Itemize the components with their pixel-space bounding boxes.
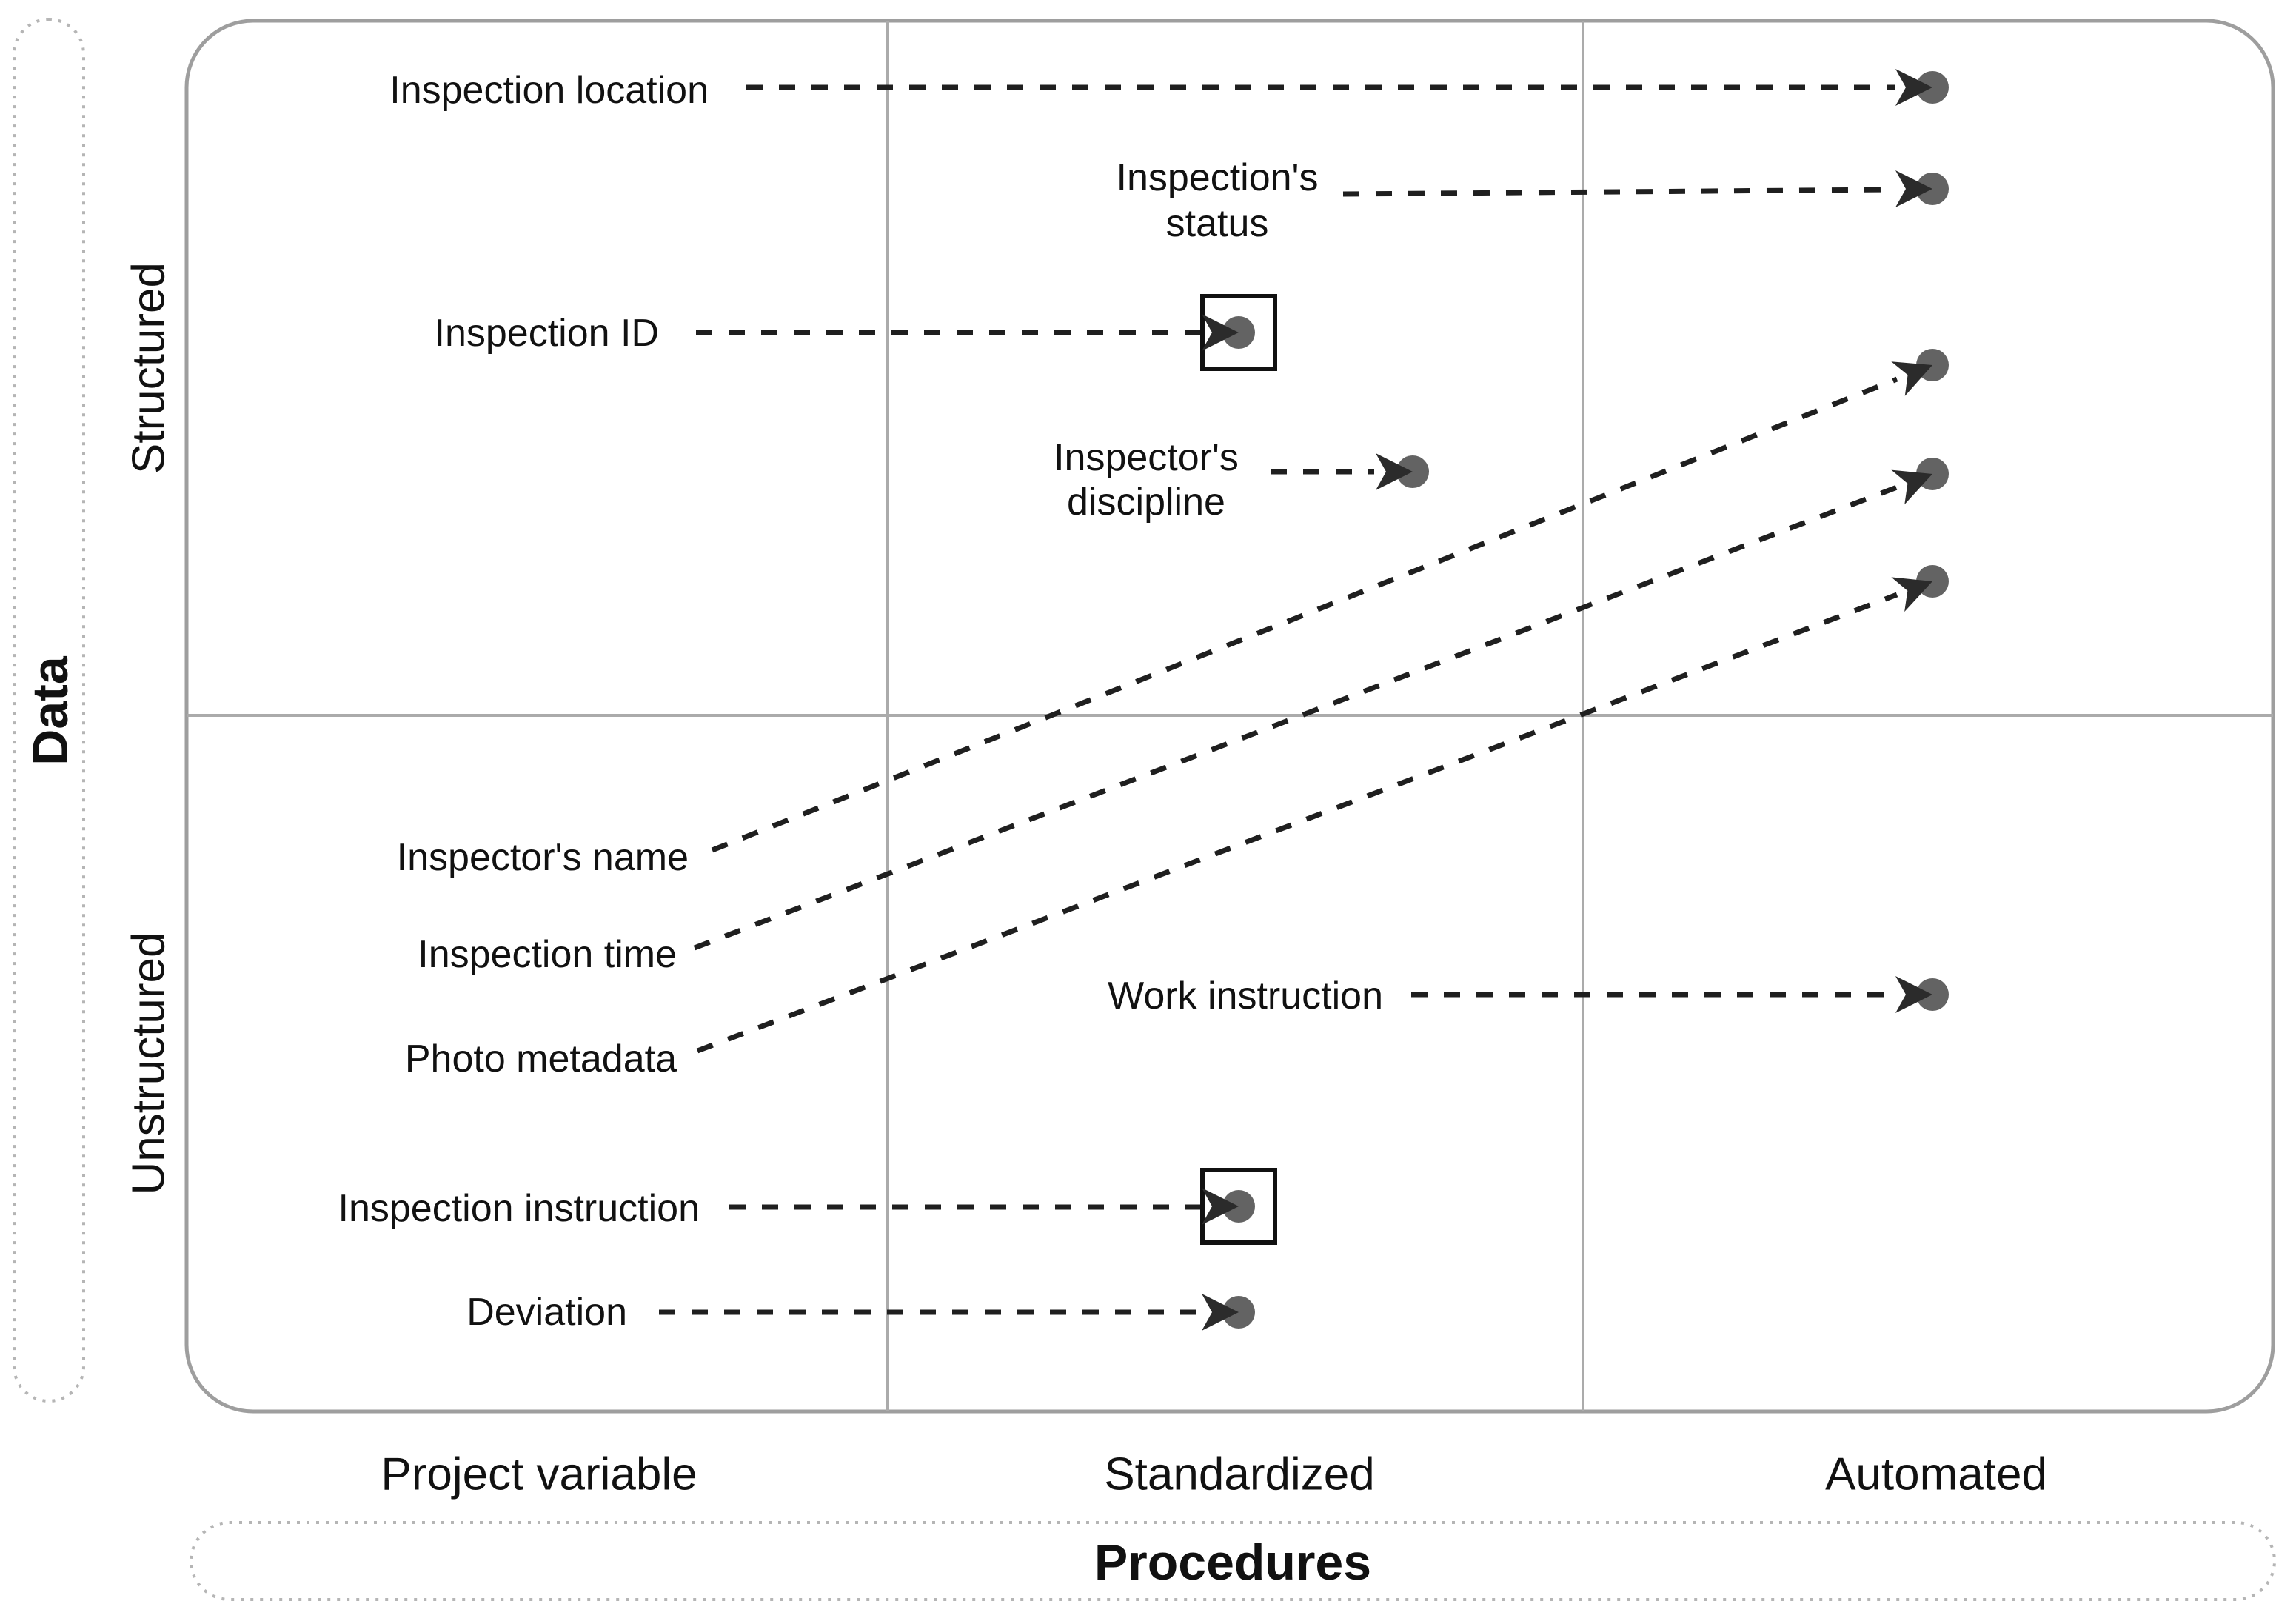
marker-box	[1200, 294, 1277, 371]
item-label-line2: status	[1166, 202, 1269, 245]
item-label: Work instruction	[1108, 975, 1383, 1017]
item-inspection-id: Inspection ID	[435, 294, 1277, 371]
arrowhead	[1891, 577, 1932, 612]
item-work-instruction: Work instruction	[1108, 975, 1949, 1017]
col-label-project-variable: Project variable	[381, 1449, 697, 1500]
item-label: Inspection ID	[435, 312, 660, 355]
arrowhead	[1895, 69, 1932, 106]
matrix-frame	[184, 19, 2275, 1414]
item-inspection-location: Inspection location	[389, 69, 1949, 112]
arrowhead	[1891, 469, 1932, 505]
row-label-structured: Structured	[124, 262, 175, 474]
item-label: Photo metadata	[405, 1037, 677, 1080]
item-inspections-status: Inspection's status	[1117, 156, 1949, 245]
arrow-line	[693, 484, 1898, 951]
arrow-line	[1342, 187, 1893, 197]
item-photo-metadata: Photo metadata	[405, 565, 1949, 1080]
item-label: Inspection location	[389, 69, 709, 112]
col-label-standardized: Standardized	[1104, 1449, 1374, 1500]
arrowhead	[1891, 361, 1932, 396]
item-inspection-time: Inspection time	[418, 458, 1949, 976]
item-label-line1: Inspector's	[1054, 436, 1239, 479]
item-label: Inspector's name	[397, 836, 689, 879]
arrowhead	[1376, 453, 1413, 490]
item-label-line2: discipline	[1067, 481, 1225, 524]
row-label-unstructured: Unstructured	[124, 932, 175, 1195]
y-axis-title: Data	[22, 655, 78, 766]
arrowhead	[1202, 1188, 1239, 1225]
x-axis-title: Procedures	[1094, 1534, 1371, 1591]
arrowhead	[1895, 170, 1932, 207]
item-label: Deviation	[466, 1291, 627, 1334]
item-deviation: Deviation	[466, 1291, 1255, 1334]
y-axis: Data Structured Unstructured	[13, 18, 175, 1403]
col-label-automated: Automated	[1825, 1449, 2047, 1500]
marker-box	[1200, 1168, 1277, 1245]
item-label-line1: Inspection's	[1117, 156, 1319, 199]
arrowhead	[1202, 314, 1239, 351]
data-axis-pill	[13, 18, 85, 1403]
item-label: Inspection instruction	[338, 1187, 700, 1230]
item-inspectors-name: Inspector's name	[397, 349, 1949, 879]
item-label: Inspection time	[418, 933, 677, 976]
arrowhead	[1895, 976, 1932, 1013]
item-inspectors-discipline: Inspector's discipline	[1054, 436, 1429, 524]
item-inspection-instruction: Inspection instruction	[338, 1168, 1277, 1245]
x-axis: Project variable Standardized Automated …	[190, 1449, 2276, 1601]
procedures-axis-pill	[190, 1521, 2276, 1601]
arrowhead	[1202, 1294, 1239, 1331]
arrow-line	[711, 376, 1898, 853]
